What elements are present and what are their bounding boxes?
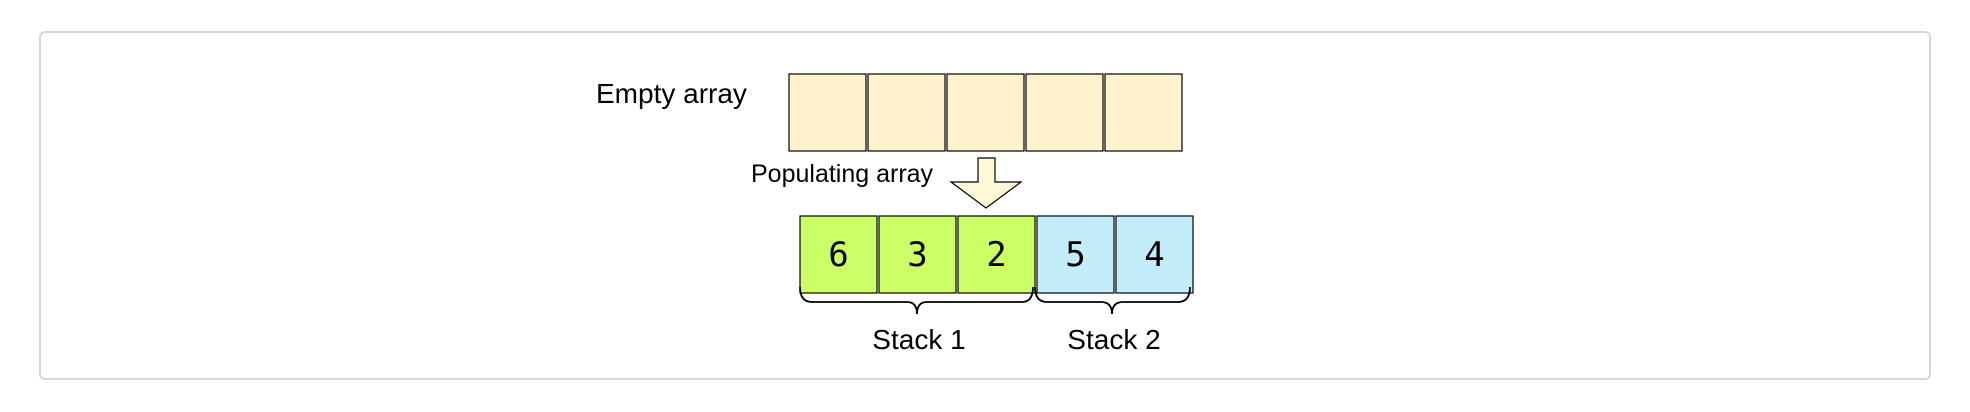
empty-array-cell: [1025, 73, 1104, 152]
cell-value: 6: [828, 235, 848, 275]
empty-array-label: Empty array: [596, 78, 747, 109]
stack1-brace: [799, 286, 1034, 315]
cell-value: 4: [1144, 235, 1164, 275]
cell-value: 2: [986, 235, 1006, 275]
stack1-label: Stack 1: [872, 324, 965, 355]
empty-array-cell: [1104, 73, 1183, 152]
stack2-cell: [1115, 215, 1194, 294]
empty-array-row: [788, 73, 1183, 152]
populating-array-label: Populating array: [751, 160, 934, 188]
stack1-cell: [799, 215, 878, 294]
stack2-brace: [1034, 286, 1191, 315]
empty-array-cell: [788, 73, 867, 152]
cell-value: 3: [907, 235, 927, 275]
stack2-cell: [1036, 215, 1115, 294]
empty-array-cell: [946, 73, 1025, 152]
populated-array-row: 6 3 2 5 4: [799, 215, 1194, 294]
stack2-label: Stack 2: [1067, 324, 1160, 355]
down-arrow-icon: [949, 157, 1023, 209]
stack1-cell: [957, 215, 1036, 294]
stack1-cell: [878, 215, 957, 294]
cell-value: 5: [1065, 235, 1085, 275]
empty-array-cell: [867, 73, 946, 152]
